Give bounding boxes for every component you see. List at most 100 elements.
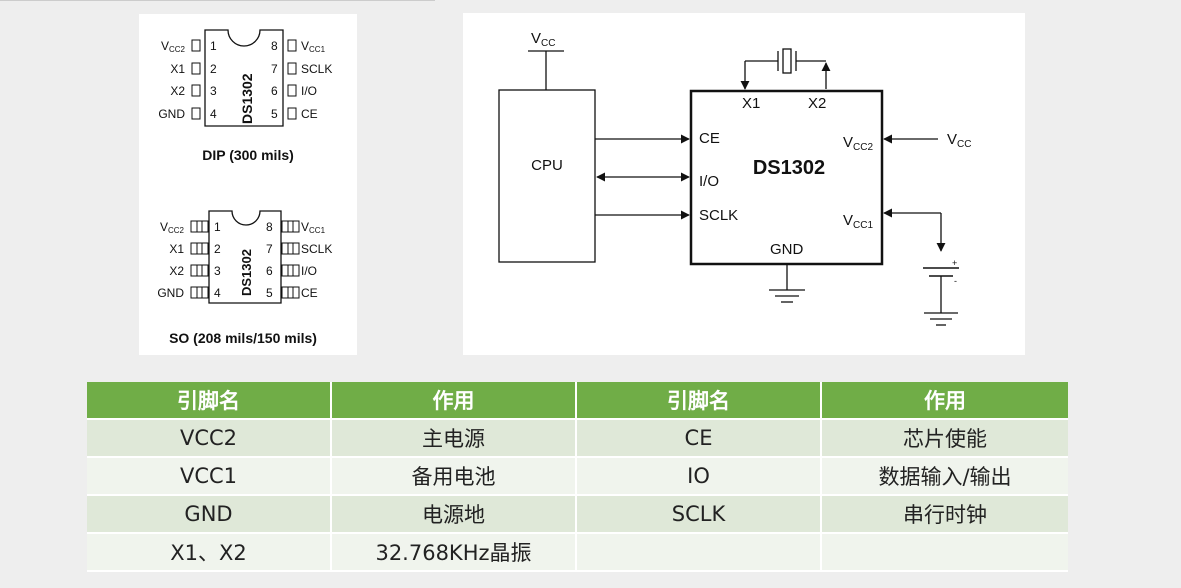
table-cell: IO [577, 458, 822, 496]
dip-pin-4-number: 4 [210, 107, 217, 121]
so-package: VCC2 X1 X2 GND 1 2 3 4 8 7 6 5 VCC1 SCLK… [157, 210, 332, 346]
table-cell: 芯片使能 [822, 420, 1068, 458]
table-cell: 备用电池 [332, 458, 577, 496]
so-chip-body [208, 210, 282, 304]
io-pin-label: I/O [699, 173, 719, 190]
dip-pin-6-name: I/O [301, 84, 317, 98]
cpu-block [498, 89, 596, 263]
table-row: VCC1 备用电池 IO 数据输入/输出 [87, 458, 1068, 496]
dip-pin-2-number: 2 [210, 62, 217, 76]
so-pin-2-number: 2 [214, 242, 221, 256]
so-pin-4-name: GND [157, 286, 184, 300]
so-pin-7-name: SCLK [301, 242, 332, 256]
table-cell: VCC2 [87, 420, 332, 458]
table-cell: 数据输入/输出 [822, 458, 1068, 496]
so-left-lead-ribs [196, 221, 203, 298]
so-left-leads [190, 220, 209, 299]
x1-pin-label: X1 [742, 95, 760, 112]
battery-minus-label: - [954, 276, 957, 286]
pin-function-table: 引脚名 作用 引脚名 作用 VCC2 主电源 CE 芯片使能 VCC1 备用电池… [87, 382, 1068, 572]
dip-chip-body [204, 29, 284, 127]
dip-pin-7-lead [287, 62, 297, 75]
dip-pin-5-lead [287, 107, 297, 120]
dip-pin-8-number: 8 [271, 39, 278, 53]
table-cell: VCC1 [87, 458, 332, 496]
top-divider-line [0, 0, 435, 1]
so-pin-3-number: 3 [214, 264, 221, 278]
ds1302-block [689, 89, 884, 266]
table-cell: 主电源 [332, 420, 577, 458]
circuit-diagram-panel: VCC CPU DS1302 X1 X2 CE I/O SCLK GND VCC… [463, 13, 1025, 355]
dip-pin-1-name: VCC2 [161, 39, 186, 54]
so-pin-3-name: X2 [169, 264, 184, 278]
table-header-row: 引脚名 作用 引脚名 作用 [87, 382, 1068, 420]
so-pin-6-number: 6 [266, 264, 273, 278]
so-pin-6-name: I/O [301, 264, 317, 278]
so-right-leads [281, 220, 300, 299]
package-pinout-panel: VCC2 X1 X2 GND 1 2 3 4 8 7 6 5 VCC1 SCLK… [139, 14, 357, 355]
dip-pin-3-name: X2 [170, 84, 185, 98]
dip-pin-2-lead [191, 62, 201, 75]
ground-symbol [769, 264, 805, 303]
so-pin-8-number: 8 [266, 220, 273, 234]
sclk-pin-label: SCLK [699, 207, 738, 224]
header-function-2: 作用 [822, 382, 1068, 420]
so-pin-1-lead [190, 220, 209, 233]
so-pin-2-name: X1 [169, 242, 184, 256]
dip-pin-1-lead [191, 39, 201, 52]
so-pin-3-lead [190, 264, 209, 277]
dip-pin-3-lead [191, 84, 201, 97]
so-pin-5-lead [281, 286, 300, 299]
so-pin-1-name: VCC2 [160, 220, 185, 235]
so-pin-1-number: 1 [214, 220, 221, 234]
so-chip-label: DS1302 [239, 249, 254, 296]
table-cell: X1、X2 [87, 534, 332, 572]
table-cell: 32.768KHz晶振 [332, 534, 577, 572]
dip-caption: DIP (300 mils) [202, 147, 294, 163]
so-pin-5-number: 5 [266, 286, 273, 300]
table-cell [822, 534, 1068, 572]
vcc2-pin-label: VCC2 [843, 134, 873, 153]
dip-pin-4-name: GND [158, 107, 185, 121]
x2-pin-label: X2 [808, 95, 826, 112]
dip-package: VCC2 X1 X2 GND 1 2 3 4 8 7 6 5 VCC1 SCLK… [158, 29, 332, 163]
dip-pin-1-number: 1 [210, 39, 217, 53]
cpu-label: CPU [531, 157, 563, 174]
dip-pin-6-number: 6 [271, 84, 278, 98]
so-caption: SO (208 mils/150 mils) [169, 330, 317, 346]
dip-pin-7-number: 7 [271, 62, 278, 76]
so-pin-8-name: VCC1 [301, 220, 326, 235]
so-pin-4-number: 4 [214, 286, 221, 300]
table-cell [577, 534, 822, 572]
so-pin-4-lead [190, 286, 209, 299]
header-pin-name-1: 引脚名 [87, 382, 332, 420]
dip-pin-7-name: SCLK [301, 62, 332, 76]
dip-chip-label: DS1302 [239, 73, 255, 124]
so-pin-7-number: 7 [266, 242, 273, 256]
table-cell: SCLK [577, 496, 822, 534]
table-row: GND 电源地 SCLK 串行时钟 [87, 496, 1068, 534]
dip-pin-5-name: CE [301, 107, 318, 121]
so-pin-8-lead [281, 220, 300, 233]
dip-pin-3-number: 3 [210, 84, 217, 98]
so-pin-7-lead [281, 242, 300, 255]
dip-pin-8-name: VCC1 [301, 39, 326, 54]
so-pin-5-name: CE [301, 286, 318, 300]
table-cell: 电源地 [332, 496, 577, 534]
crystal-oscillator [740, 48, 831, 90]
table-cell: 串行时钟 [822, 496, 1068, 534]
table-row: VCC2 主电源 CE 芯片使能 [87, 420, 1068, 458]
header-pin-name-2: 引脚名 [577, 382, 822, 420]
ce-pin-label: CE [699, 130, 720, 147]
table-cell: GND [87, 496, 332, 534]
dip-pin-6-lead [287, 84, 297, 97]
header-function-1: 作用 [332, 382, 577, 420]
chip-vcc-label: VCC [947, 131, 971, 150]
gnd-pin-label: GND [770, 241, 804, 258]
cpu-vcc-label: VCC [531, 30, 555, 49]
ds1302-label: DS1302 [753, 157, 825, 179]
table-cell: CE [577, 420, 822, 458]
dip-pin-8-lead [287, 39, 297, 52]
so-pin-6-lead [281, 264, 300, 277]
so-pin-2-lead [190, 242, 209, 255]
